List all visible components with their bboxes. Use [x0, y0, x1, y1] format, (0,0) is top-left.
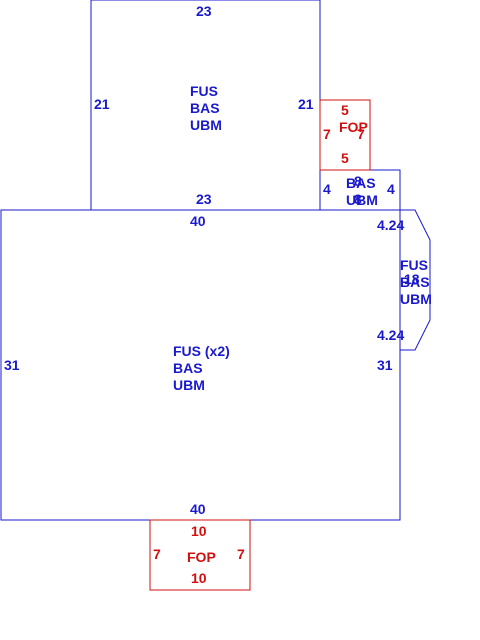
main-area-label-3: UBM [173, 377, 205, 393]
bay-area-label-2: BAS [400, 274, 430, 290]
dim-porch-top-bottom: 5 [341, 150, 349, 166]
bay-area-label-1: FUS [400, 257, 428, 273]
dim-main-bottom: 40 [190, 501, 206, 517]
small-area-label-1: BAS [346, 175, 376, 191]
dim-porch-bottom-bottom: 10 [191, 570, 207, 586]
bay-area-label-3: UBM [400, 291, 432, 307]
dim-bay-lower: 4.24 [377, 327, 404, 343]
bay-outline [400, 209, 431, 351]
dim-bay-mid: 18 [404, 271, 420, 287]
porch-top-outline [319, 99, 371, 171]
upper-area-label-1: FUS [190, 83, 218, 99]
dim-upper-top: 23 [196, 3, 212, 19]
dim-bay-upper: 4.24 [377, 217, 404, 233]
dim-porch-top-right: 7 [357, 126, 365, 142]
dim-small-left: 4 [323, 181, 331, 197]
dim-porch-top-top: 5 [341, 102, 349, 118]
small-area-label-2: UBM [346, 192, 378, 208]
dim-porch-bottom-left: 7 [153, 546, 161, 562]
main-area-label-1: FUS (x2) [173, 343, 230, 359]
dim-main-top: 40 [190, 213, 206, 229]
dim-small-right: 4 [387, 181, 395, 197]
dim-main-left: 31 [4, 357, 20, 373]
dim-upper-left: 21 [94, 96, 110, 112]
main-area-label-2: BAS [173, 360, 203, 376]
dim-porch-top-left: 7 [323, 126, 331, 142]
dim-small-top: 8 [354, 173, 362, 189]
porch-top-label: FOP [339, 119, 368, 135]
dim-porch-bottom-right: 7 [237, 546, 245, 562]
upper-area-label-2: BAS [190, 100, 220, 116]
dim-upper-right: 21 [298, 96, 314, 112]
dim-main-right: 31 [377, 357, 393, 373]
dim-upper-bottom: 23 [196, 191, 212, 207]
upper-area-label-3: UBM [190, 117, 222, 133]
porch-bottom-label: FOP [187, 549, 216, 565]
porch-bottom-outline [149, 519, 251, 591]
dim-porch-bottom-top: 10 [191, 523, 207, 539]
dim-small-bottom: 8 [354, 191, 362, 207]
